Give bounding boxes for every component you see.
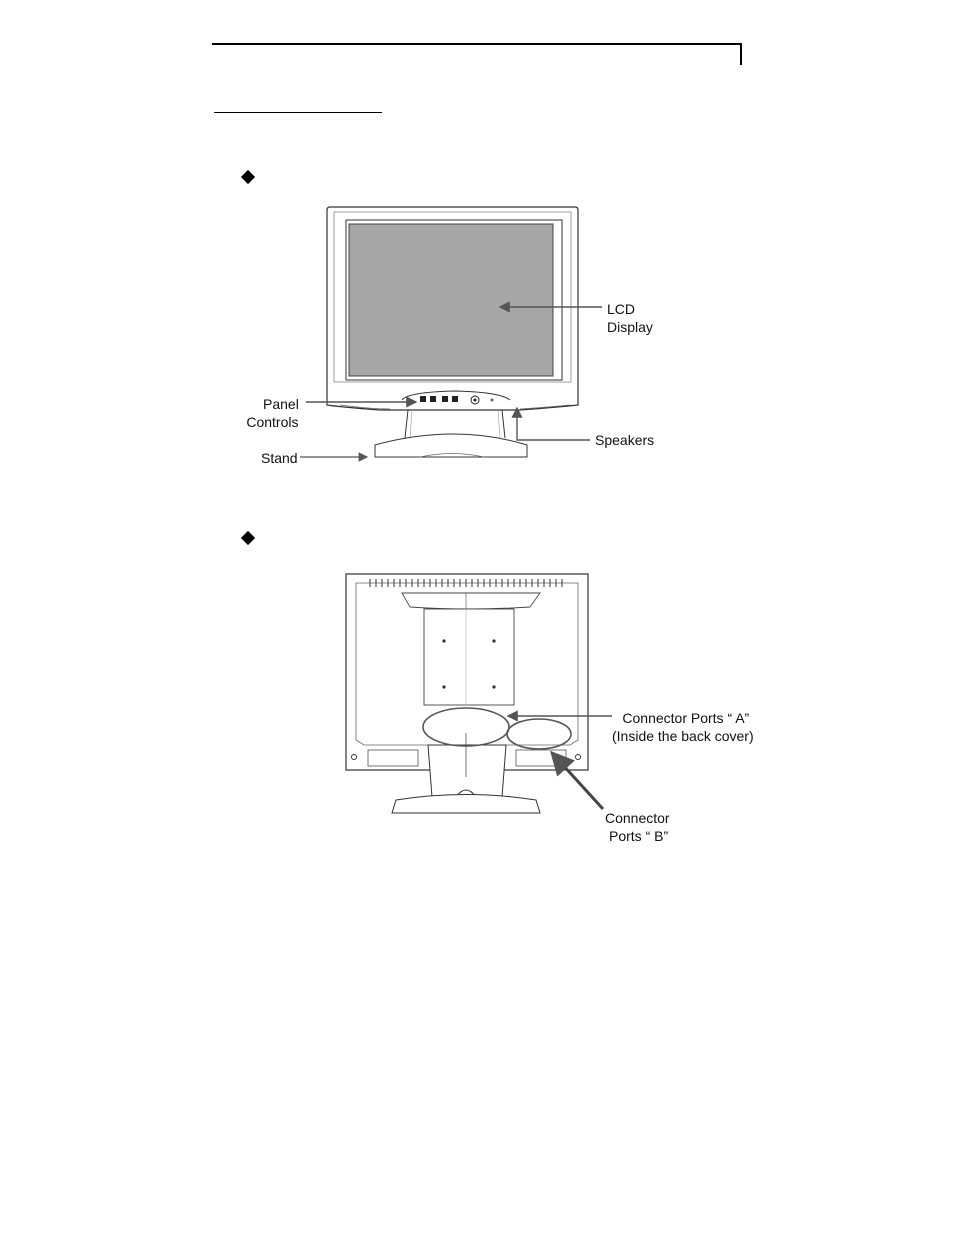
front-view-figure: [300, 206, 602, 462]
speakers-label-text: Speakers: [595, 432, 655, 448]
rear-vents: [369, 579, 563, 587]
connector-ports-b-label-line2: Ports “ B”: [609, 828, 669, 844]
lcd-display-label-line1: LCD: [607, 301, 636, 317]
section-heading-underline: [214, 112, 382, 113]
panel-controls-label: Panel Controls: [246, 395, 299, 431]
connector-ports-a-label-line2: (Inside the back cover): [612, 728, 754, 744]
vesa-mount-plate: [423, 608, 515, 706]
rear-stand: [391, 733, 541, 814]
header-rule: [212, 43, 742, 45]
monitor-front: [326, 206, 579, 411]
monitor-stand: [374, 433, 528, 458]
connector-ports-b-label: Connector Ports “ B”: [605, 809, 670, 845]
lcd-display-label-line2: Display: [607, 319, 653, 335]
connector-ports-a-circle: [422, 707, 510, 747]
connector-ports-b-circle: [506, 718, 572, 750]
connector-ports-b-label-line1: Connector: [605, 810, 670, 826]
connector-ports-a-label: Connector Ports “ A” (Inside the back co…: [612, 709, 754, 745]
stand-label-text: Stand: [261, 450, 298, 466]
monitor-back: [345, 573, 589, 771]
panel-control-buttons: [420, 395, 494, 405]
speakers-arrow: [511, 406, 590, 441]
header-rule-tick: [740, 43, 742, 65]
lcd-screen: [348, 223, 554, 377]
lcd-display-label: LCD Display: [607, 300, 653, 336]
monitor-neck: [404, 409, 506, 439]
panel-controls-label-line1: Panel: [263, 396, 299, 412]
connector-ports-a-label-line1: Connector Ports “ A”: [622, 710, 750, 726]
stand-label: Stand: [261, 449, 298, 467]
speakers-label: Speakers: [595, 431, 654, 449]
rear-view-figure: [345, 573, 612, 814]
panel-controls-label-line2: Controls: [246, 414, 299, 430]
connector-ports-b-arrow: [549, 750, 605, 811]
bullet-front-view: [240, 169, 256, 185]
bullet-rear-view: [240, 530, 256, 546]
